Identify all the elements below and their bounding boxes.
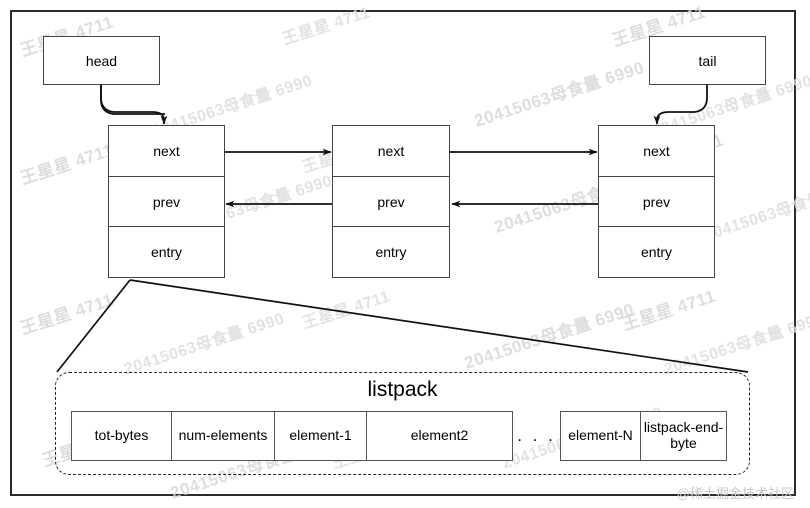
listpack-cell-tot-bytes[interactable]: tot-bytes (72, 412, 172, 460)
listpack-ellipsis: . . . (517, 426, 556, 445)
node-3-cell-next: next (599, 126, 714, 177)
listpack-container[interactable]: listpack tot-bytes num-elements element-… (55, 372, 750, 475)
node-2-cell-prev: prev (333, 177, 449, 228)
node-3-cell-prev: prev (599, 177, 714, 228)
list-node-2[interactable]: next prev entry (332, 125, 450, 278)
pointer-label-tail: tail (698, 52, 717, 69)
list-node-1[interactable]: next prev entry (108, 125, 225, 278)
node-2-cell-next: next (333, 126, 449, 177)
pointer-label-head: head (85, 52, 118, 69)
credit-watermark: @稀土掘金技术社区 (676, 486, 794, 501)
pointer-box-head[interactable]: head (43, 36, 160, 85)
node-1-cell-entry: entry (150, 244, 183, 261)
listpack-cell-element-1[interactable]: element-1 (275, 412, 367, 460)
list-node-3[interactable]: next prev entry (598, 125, 715, 278)
listpack-table: tot-bytes num-elements element-1 element… (71, 411, 727, 461)
listpack-cell-element-n[interactable]: element-N (561, 412, 641, 460)
listpack-cell-num-elements[interactable]: num-elements (172, 412, 275, 460)
node-2-cell-entry: entry (375, 244, 407, 261)
listpack-left-group: tot-bytes num-elements element-1 element… (71, 411, 513, 461)
listpack-title: listpack (367, 378, 438, 401)
outer-frame (10, 10, 796, 496)
node-1-cell-next: next (109, 126, 224, 177)
node-3-cell-entry: entry (640, 244, 673, 261)
listpack-cell-element2[interactable]: element2 (410, 427, 469, 444)
node-1-cell-prev: prev (109, 177, 224, 228)
listpack-right-group: element-N listpack-end-byte (560, 411, 727, 461)
listpack-cell-end-byte[interactable]: listpack-end-byte (643, 419, 724, 451)
pointer-box-tail[interactable]: tail (649, 36, 766, 85)
